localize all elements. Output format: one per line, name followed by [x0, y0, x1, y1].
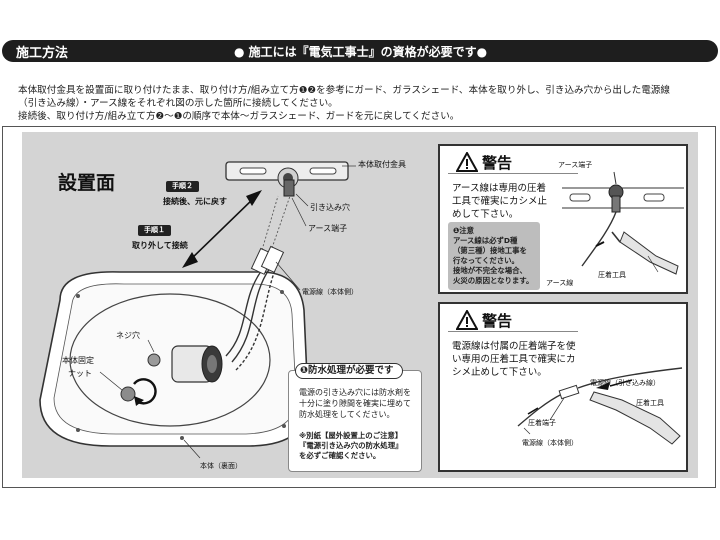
step2-badge: 手順２ — [166, 181, 199, 192]
crimp-terminal-illustration — [517, 367, 683, 445]
caution-line-4: 接地が不完全な場合、 — [453, 266, 527, 275]
caution-line-5: 火災の原因となります。 — [453, 276, 534, 285]
waterproof-line-1: 電源の引き込み穴には防水剤を — [299, 388, 411, 397]
label-screw-hole: ネジ穴 — [116, 331, 140, 340]
label-power-lead-in: 電源線（引き込み線） — [590, 379, 660, 387]
mounting-bracket — [225, 161, 349, 197]
waterproof-note-2: 『電源引き込み穴の防水処理』 — [299, 441, 403, 450]
label-fix-nut-2: ナット — [68, 369, 92, 378]
installation-surface-title: 設置面 — [58, 172, 116, 194]
guide-lines — [261, 195, 291, 251]
caution-line-2: （第三種）接地工事を — [453, 246, 527, 255]
intro-line-1: 本体取付金具を設置面に取り付けたまま、取り付け方/組み立て方❶❷を参考にガード、… — [18, 85, 670, 96]
socket — [171, 345, 223, 383]
caution-title: ❶注意 — [453, 226, 475, 235]
warning-triangle-icon — [456, 152, 478, 172]
warning-line-2: 工具で確実にカシメ止 — [452, 196, 548, 207]
step-arrow — [182, 190, 262, 268]
waterproofing-title: ❶防水処理が必要です — [295, 363, 403, 379]
warning-text-power: 電源線は付属の圧着端子を使 い専用の圧着工具で確実にカ シメ止めして下さい。 — [452, 340, 602, 379]
warning-line-1: 電源線は付属の圧着端子を使 — [452, 341, 576, 352]
label-mounting-bracket: 本体取付金具 — [358, 160, 406, 169]
header-bar: 施工方法 ● 施工には『電気工事士』の資格が必要です● — [2, 40, 718, 62]
warning-triangle-icon — [456, 310, 478, 330]
label-fix-nut-1: 本体固定 — [62, 356, 94, 365]
intro-text: 本体取付金具を設置面に取り付けたまま、取り付け方/組み立て方❶❷を参考にガード、… — [18, 84, 708, 123]
warning-title: 警告 — [482, 312, 513, 330]
waterproofing-text: 電源の引き込み穴には防水剤を 十分に塗り隙間を確実に埋めて 防水処理をしてくださ… — [299, 387, 419, 420]
caution-line-3: 行なってください。 — [453, 256, 519, 265]
step1-text: 取り外して接続 — [132, 241, 188, 250]
warning-header: 警告 — [448, 150, 578, 174]
caution-box: ❶注意 アース線は必ずD種 （第三種）接地工事を 行なってください。 接地が不完… — [448, 222, 540, 290]
warning-line-1: アース線は専用の圧着 — [452, 183, 546, 194]
label-body-back: 本体（裏面） — [200, 462, 242, 470]
label-power-body-side: 電源線（本体側） — [522, 439, 578, 447]
waterproof-line-2: 十分に塗り隙間を確実に埋めて — [299, 399, 411, 408]
label-earth-wire: アース線 — [546, 279, 574, 287]
earth-terminal-illustration — [562, 171, 684, 275]
intro-line-2: （引き込み線）・アース線をそれぞれ図の示した箇所に接続してください。 — [18, 98, 338, 109]
step1-badge: 手順１ — [138, 225, 171, 236]
warning-header: 警告 — [448, 308, 578, 332]
warning-line-3: めして下さい。 — [452, 209, 519, 220]
label-earth-terminal-warn: アース端子 — [558, 161, 593, 169]
waterproof-line-3: 防水処理をしてください。 — [299, 410, 395, 419]
label-lead-in-hole: 引き込み穴 — [310, 203, 350, 212]
label-crimp-tool-2: 圧着工具 — [636, 399, 664, 407]
waterproofing-box: ❶防水処理が必要です 電源の引き込み穴には防水剤を 十分に塗り隙間を確実に埋めて… — [288, 363, 422, 472]
caution-line-1: アース線は必ずD種 — [453, 236, 518, 245]
screw-hole — [147, 353, 161, 367]
step2-text: 接続後、元に戻す — [163, 197, 227, 206]
qualification-notice: ● 施工には『電気工事士』の資格が必要です● — [234, 45, 488, 59]
section-title: 施工方法 — [16, 46, 69, 61]
waterproof-note-1: ※別紙【屋外設置上のご注意】 — [299, 431, 403, 440]
label-crimp-terminal: 圧着端子 — [528, 419, 556, 427]
cable-ends — [250, 245, 285, 275]
warning-text-earth: アース線は専用の圧着 工具で確実にカシメ止 めして下さい。 — [452, 182, 564, 221]
intro-line-3: 接続後、取り付け方/組み立て方❷～❶の順序で本体～ガラスシェード、ガードを元に戻… — [18, 111, 460, 122]
power-cable — [225, 261, 279, 371]
waterproofing-note: ※別紙【屋外設置上のご注意】 『電源引き込み穴の防水処理』 を必ずご確認ください… — [299, 431, 421, 461]
warning-line-2: い専用の圧着工具で確実にカ — [452, 354, 576, 365]
label-earth-terminal: アース端子 — [308, 224, 348, 233]
fixing-nut — [120, 386, 136, 402]
warning-box-power: 警告 電源線は付属の圧着端子を使 い専用の圧着工具で確実にカ シメ止めして下さい… — [438, 302, 688, 472]
waterproof-note-3: を必ずご確認ください。 — [299, 451, 381, 460]
rotate-arrow-icon — [133, 378, 157, 405]
label-power-cable-body: 電源線（本体側） — [302, 288, 358, 296]
label-crimp-tool-1: 圧着工具 — [598, 271, 626, 279]
warning-line-3: シメ止めして下さい。 — [452, 367, 547, 378]
warning-title: 警告 — [482, 154, 513, 172]
leader-lines — [99, 165, 356, 459]
